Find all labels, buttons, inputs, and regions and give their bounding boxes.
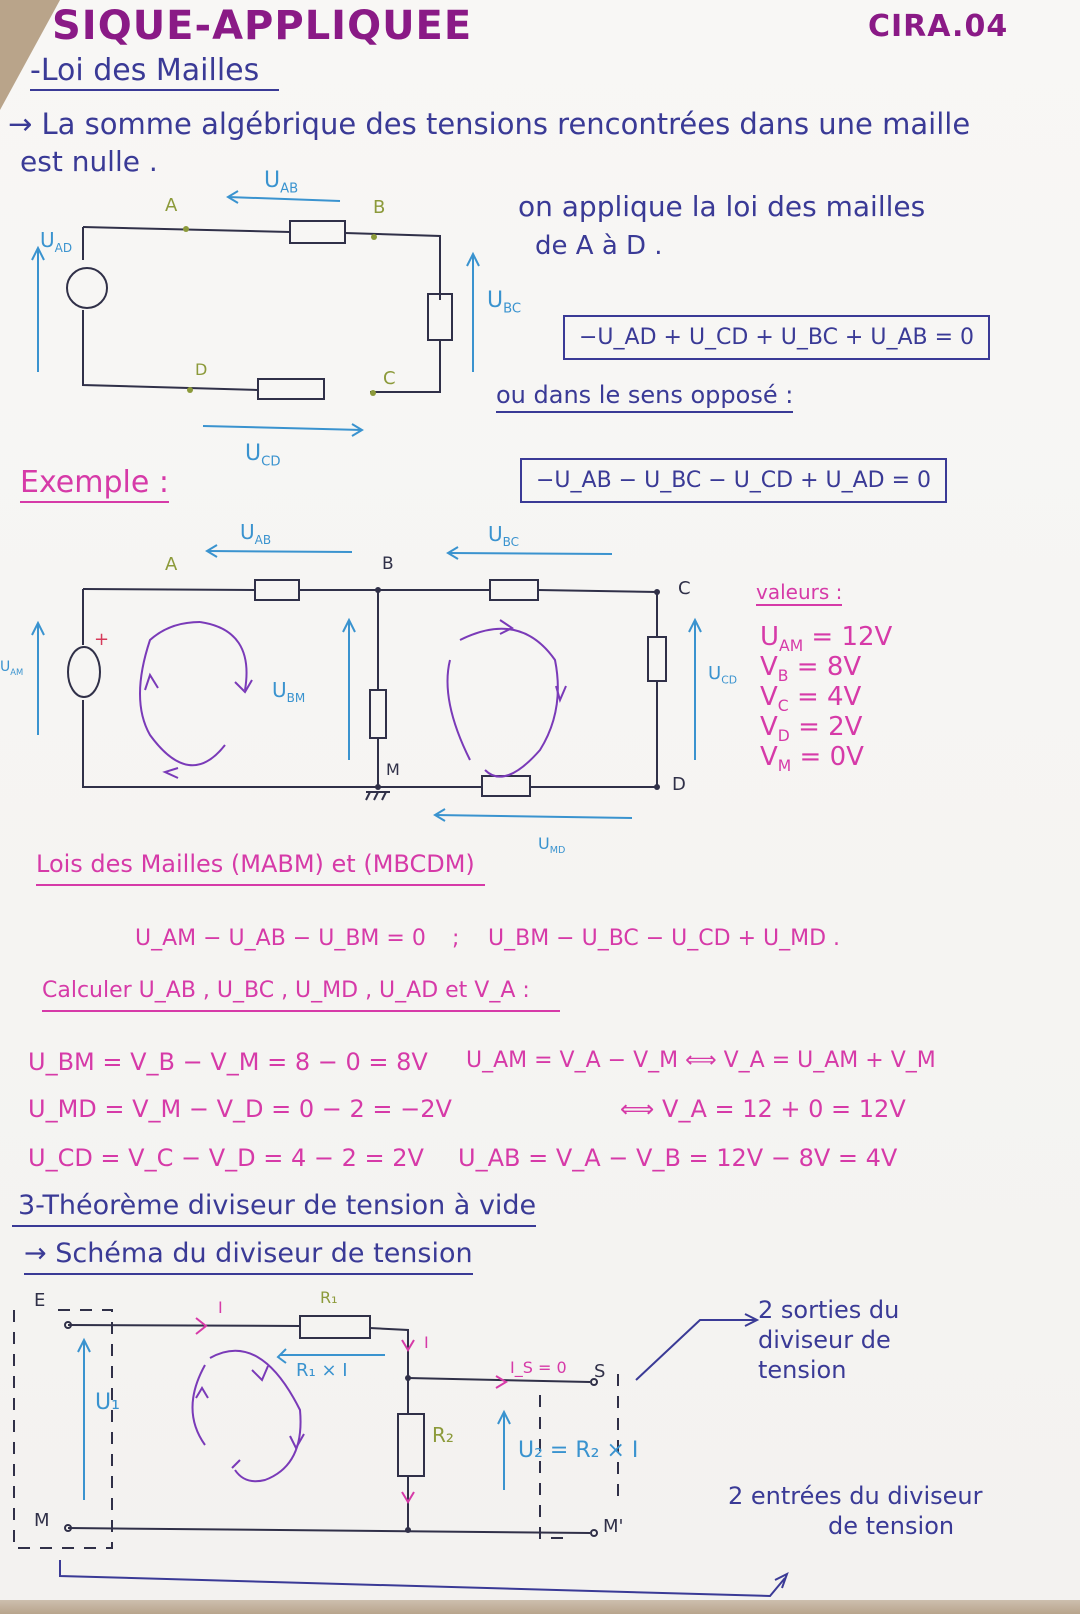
- current-is-zero-label: I_S = 0: [510, 1358, 567, 1377]
- node-a-label: A: [165, 195, 178, 216]
- page-bottom-edge: [0, 1600, 1080, 1614]
- equation-box-2: −U_AB − U_BC − U_CD + U_AD = 0: [520, 458, 948, 503]
- value-vd: VD = 2V: [760, 712, 863, 746]
- plus-sign: +: [94, 629, 109, 650]
- example-umd-label: UMD: [538, 834, 566, 857]
- example-ubm-label: UBM: [272, 678, 306, 705]
- calc-umd: U_MD = V_M − V_D = 0 − 2 = −2V: [28, 1095, 452, 1123]
- node-d-label: D: [195, 360, 208, 379]
- example-node-a: A: [165, 554, 178, 575]
- voltage-u1-label: U₁: [95, 1390, 120, 1415]
- page-corner-fold: [0, 0, 60, 110]
- resistor-r2-label: R₂: [432, 1423, 454, 1447]
- example-heading: Exemple :: [20, 468, 169, 503]
- terminal-m: M: [34, 1510, 50, 1531]
- example-uab-label: UAB: [240, 520, 272, 547]
- calc-ucd: U_CD = V_C − V_D = 4 − 2 = 2V: [28, 1144, 424, 1172]
- outputs-note: 2 sorties du diviseur de tension: [758, 1296, 900, 1384]
- example-node-d: D: [672, 774, 686, 795]
- current-i-label-1: I: [218, 1298, 223, 1317]
- subheading-divider-schema: → Schéma du diviseur de tension: [24, 1240, 473, 1275]
- opposite-direction-text: ou dans le sens opposé :: [496, 383, 794, 413]
- inputs-note: 2 entrées du diviseur de tension: [728, 1482, 983, 1540]
- voltage-uab-label: UAB: [264, 168, 299, 197]
- values-list: UAM = 12V VB = 8V VC = 4V VD = 2V VM = 0…: [760, 622, 893, 776]
- section-heading-divider: 3-Théorème diviseur de tension à vide: [12, 1192, 537, 1227]
- voltage-u2-label: U₂ = R₂ × I: [518, 1438, 639, 1463]
- terminal-m-prime: M': [603, 1516, 624, 1537]
- loop-equation-left: U_AM − U_AB − U_BM = 0: [135, 926, 426, 951]
- value-vm: VM = 0V: [760, 742, 864, 776]
- page-title: SIQUE-APPLIQUEE: [52, 3, 473, 49]
- rule-text-cont: est nulle .: [20, 145, 158, 178]
- calc-uab: U_AB = V_A − V_B = 12V − 8V = 4V: [458, 1144, 898, 1172]
- node-c-label: C: [383, 368, 396, 389]
- calc-heading: Calculer U_AB , U_BC , U_MD , U_AD et V_…: [42, 980, 560, 1012]
- example-node-b: B: [382, 554, 394, 574]
- section-heading-loi-mailles: -Loi des Mailles: [30, 56, 280, 91]
- voltage-ubc-label: UBC: [487, 288, 522, 317]
- values-heading: valeurs :: [756, 580, 843, 606]
- value-uam: UAM = 12V: [760, 622, 893, 656]
- voltage-uad-label: UAD: [40, 228, 73, 255]
- apply-text-1: on applique la loi des mailles: [518, 190, 926, 223]
- terminal-s: S: [594, 1361, 606, 1382]
- example-ubc-label: UBC: [488, 522, 520, 549]
- calc-va: ⟺ V_A = 12 + 0 = 12V: [620, 1095, 906, 1123]
- r1-times-i-label: R₁ × I: [296, 1360, 348, 1381]
- calc-ubm: U_BM = V_B − V_M = 8 − 0 = 8V: [28, 1048, 428, 1076]
- example-ucd-label: UCD: [708, 663, 738, 687]
- voltage-ucd-label: UCD: [245, 441, 281, 470]
- loop-equation-right: U_BM − U_BC − U_CD + U_MD .: [488, 926, 841, 951]
- loop-equation-sep: ;: [452, 926, 460, 951]
- node-b-label: B: [373, 197, 386, 218]
- course-code: CIRA.04: [868, 9, 1009, 44]
- apply-text-2: de A à D .: [535, 231, 663, 261]
- rule-text: → La somme algébrique des tensions renco…: [8, 107, 971, 141]
- value-vb: VB = 8V: [760, 652, 862, 686]
- example-uam-label: UAM: [0, 659, 24, 677]
- example-node-m: M: [386, 760, 400, 779]
- value-vc: VC = 4V: [760, 682, 862, 716]
- loops-heading: Lois des Mailles (MABM) et (MBCDM): [36, 852, 485, 886]
- current-i-label-2: I: [424, 1333, 429, 1352]
- calc-uam: U_AM = V_A − V_M ⟺ V_A = U_AM + V_M: [466, 1048, 936, 1073]
- equation-box-1: −U_AD + U_CD + U_BC + U_AB = 0: [563, 315, 991, 360]
- terminal-e: E: [34, 1290, 46, 1311]
- example-node-c: C: [678, 578, 691, 599]
- resistor-r1-label: R₁: [320, 1288, 338, 1307]
